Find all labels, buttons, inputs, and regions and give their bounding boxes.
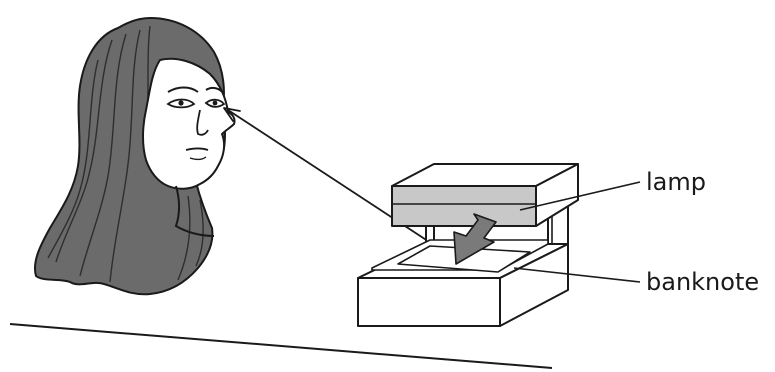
person-figure bbox=[34, 17, 236, 296]
lamp-front bbox=[391, 185, 537, 227]
banknote-label: banknote bbox=[646, 268, 759, 296]
base-front bbox=[357, 277, 501, 327]
hair-strands bbox=[47, 25, 204, 283]
eye-left bbox=[166, 98, 196, 109]
banknote-leader-line bbox=[513, 267, 641, 283]
uv-arrow bbox=[453, 213, 497, 265]
ray-arrowhead bbox=[223, 107, 241, 122]
lower-lip bbox=[189, 156, 207, 161]
lamp-side bbox=[535, 163, 579, 227]
face bbox=[142, 57, 236, 190]
eyebrow-right bbox=[205, 86, 225, 95]
lamp-label: lamp bbox=[646, 168, 706, 196]
neck bbox=[174, 185, 215, 237]
eyebrow-left bbox=[167, 86, 199, 93]
eye-right bbox=[204, 98, 226, 108]
nose bbox=[196, 109, 209, 136]
base-side bbox=[499, 243, 569, 327]
lamp-leader-line bbox=[519, 181, 641, 211]
mouth bbox=[185, 147, 209, 151]
uv-box bbox=[357, 163, 579, 327]
table-edge bbox=[9, 323, 553, 369]
